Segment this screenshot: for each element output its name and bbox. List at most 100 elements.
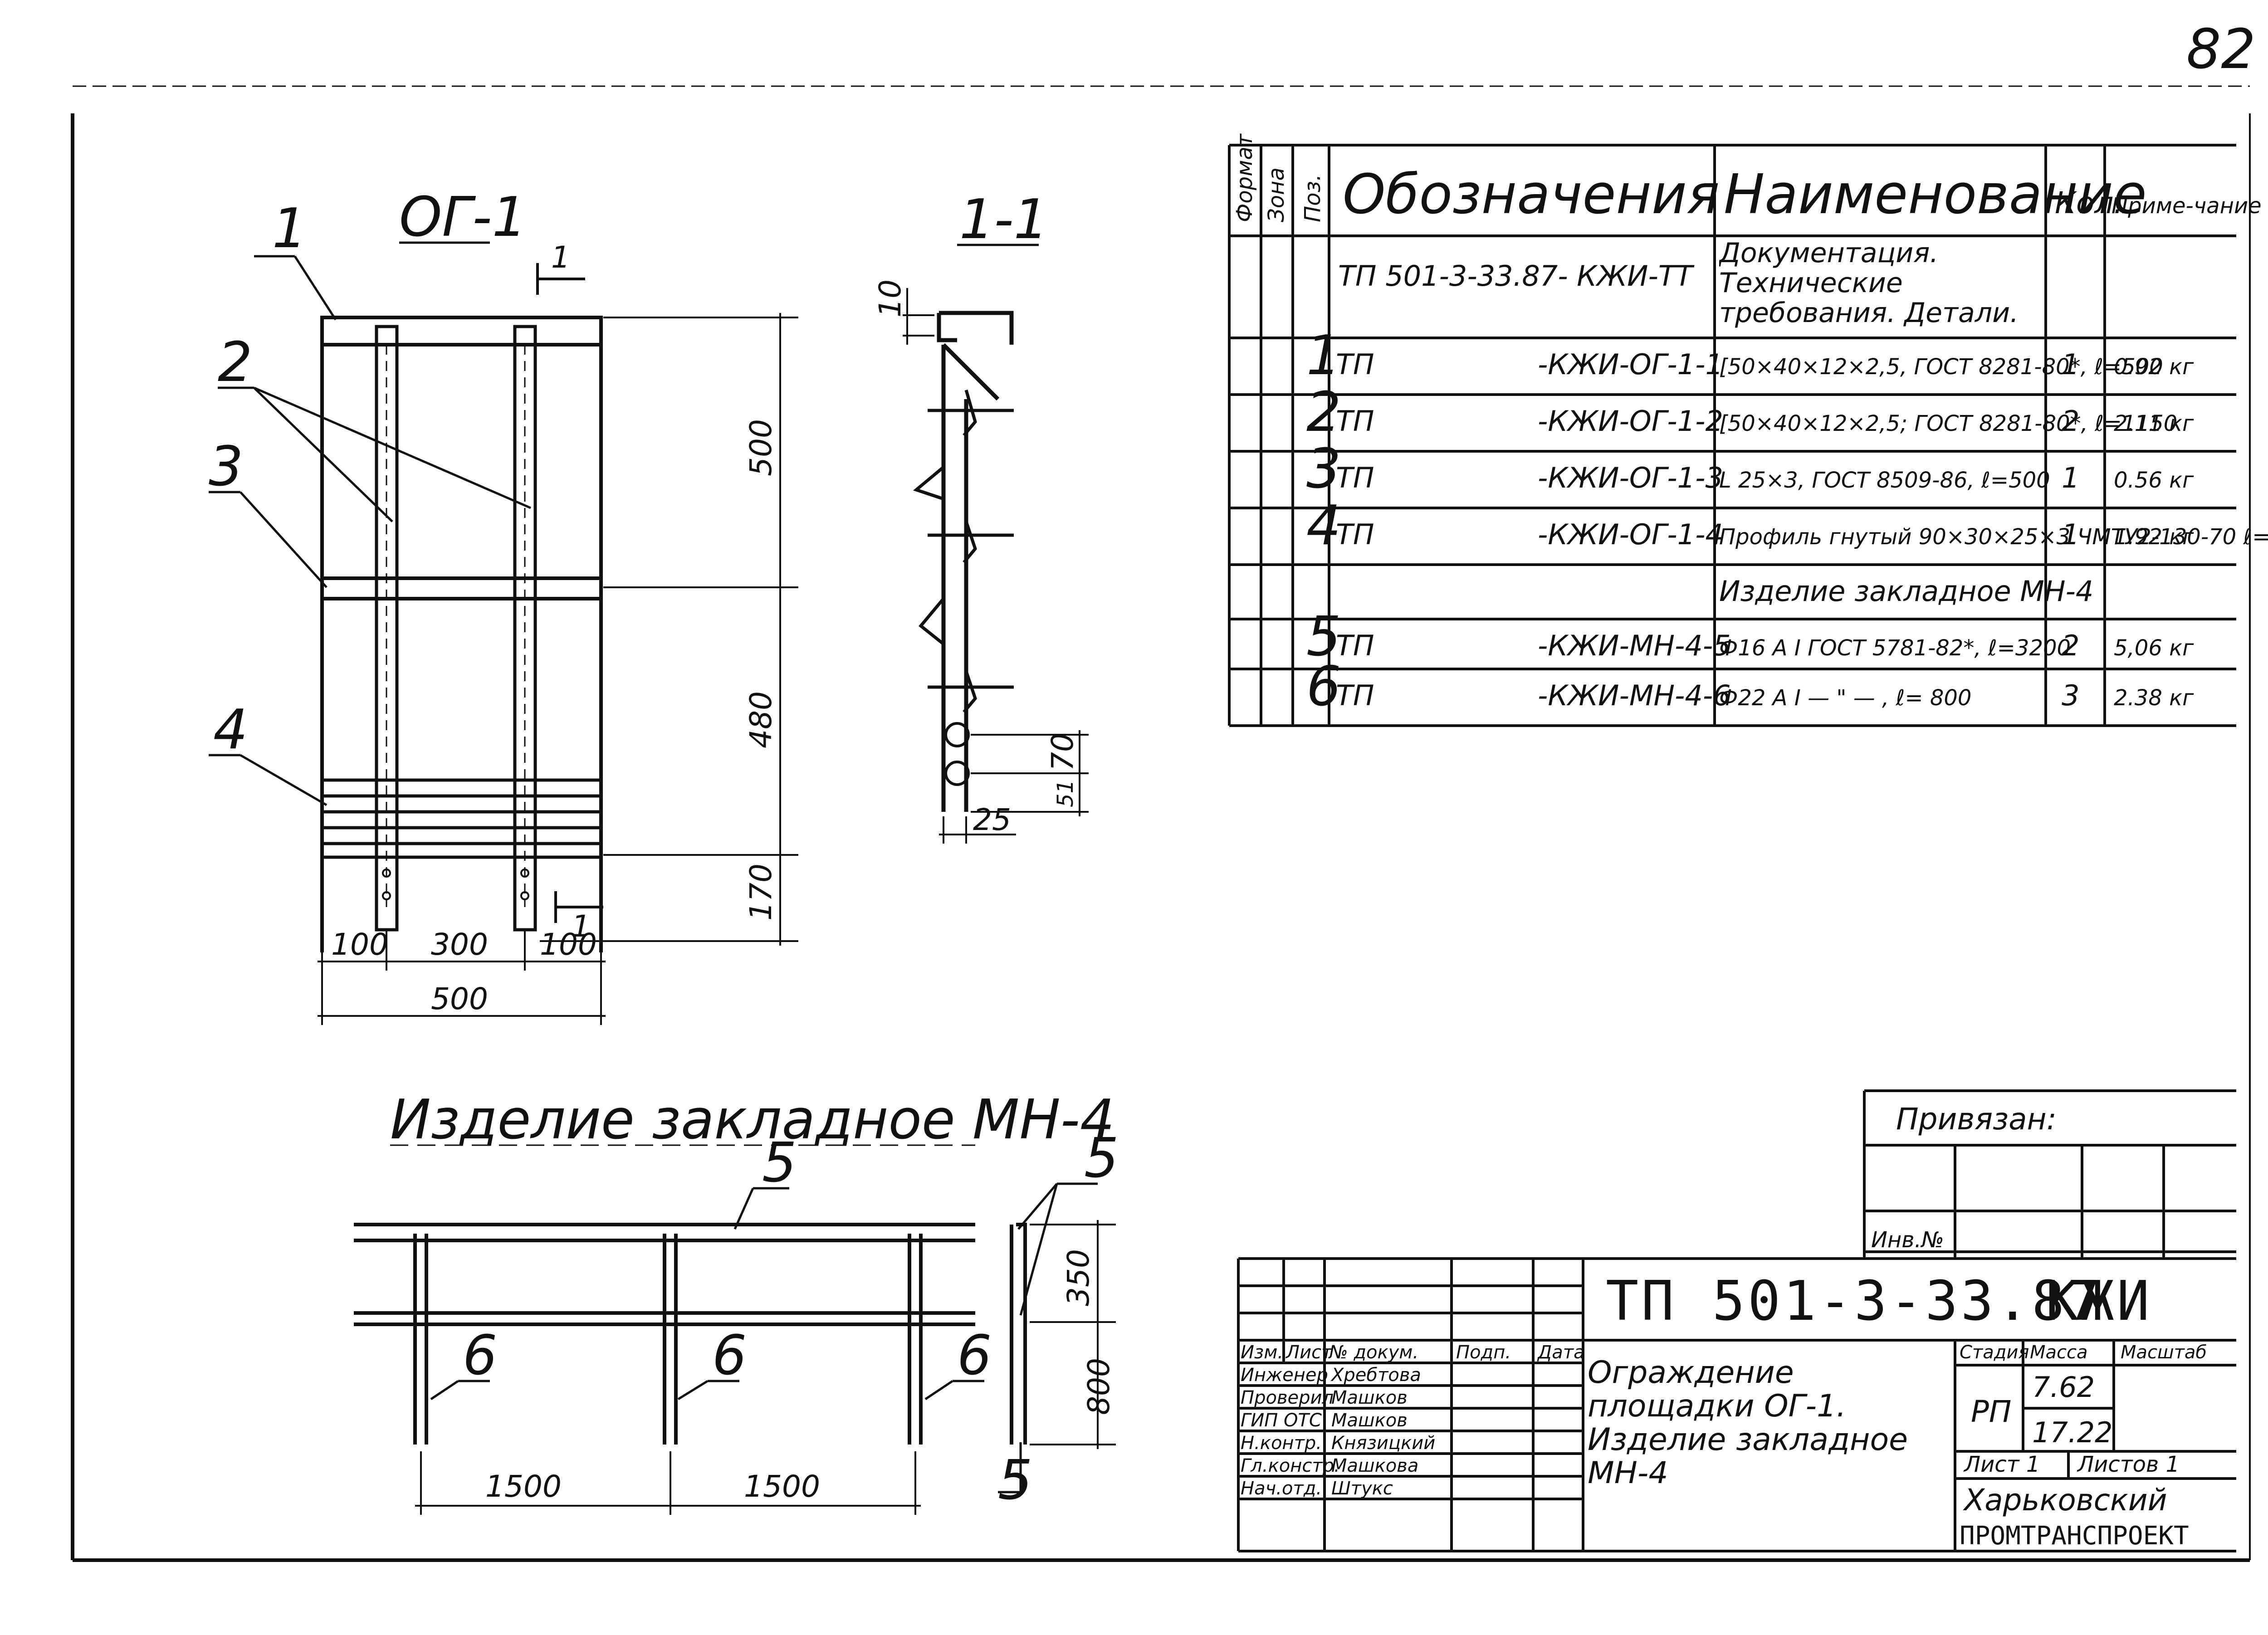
spec-qty: 1 <box>2062 461 2079 494</box>
tb-mass-bottom: 17.22 <box>2032 1416 2113 1449</box>
embedded-side-leaders <box>998 1182 1098 1493</box>
spec-qty: 2 <box>2062 405 2079 438</box>
spec-code: -КЖИ-ОГ-1-1 <box>1538 348 1723 381</box>
top-channel <box>320 316 603 347</box>
dim-100-right: 100 <box>540 927 597 962</box>
tb-col-doc: № докум. <box>1328 1342 1418 1363</box>
dim-480-vertical: 480 <box>743 691 778 748</box>
tb-stage: РП <box>1971 1394 2011 1429</box>
spec-pos: 6 <box>1306 655 1341 718</box>
spec-name: [50×40×12×2,5; ГОСТ 8281-80*, ℓ=1150 <box>1719 411 2177 436</box>
spec-pos: 4 <box>1306 494 1341 557</box>
tb-description: Ограждение площадки ОГ-1. Изделие заклад… <box>1588 1356 1908 1483</box>
hdr-format: Формат <box>1232 133 1257 222</box>
title-block-grid <box>1237 1257 2236 1552</box>
spec-note: 2.11 кг <box>2114 411 2194 436</box>
embedded-callout-6-right: 6 <box>957 1324 992 1387</box>
tb-person-role: Проверил <box>1241 1387 1334 1408</box>
tb-person-role: Нач.отд. <box>1241 1478 1322 1499</box>
doc-name-box: Документация. Технические требования. Де… <box>1719 238 2019 329</box>
tb-person-name: Машков <box>1331 1410 1408 1431</box>
tb-person-name: Князицкий <box>1331 1433 1435 1454</box>
spec-note: 1.92 кг <box>2114 524 2194 550</box>
tb-col-izm: Изм. <box>1241 1342 1283 1363</box>
embedded-side-callout-5: 5 <box>1084 1127 1119 1190</box>
spec-note: 0.92 кг <box>2114 354 2194 380</box>
title-block: ТП 501-3-33.87 КЖИ Изм. Лист № докум. По… <box>1237 1257 2236 1552</box>
section-dim-51: 51 <box>1053 780 1078 807</box>
embedded-dim-1500-left: 1500 <box>485 1469 562 1504</box>
hdr-name: Наименование <box>1724 163 2147 226</box>
tb-col-list: Лист <box>1285 1342 1333 1363</box>
spec-prefix: ТП <box>1336 405 1374 438</box>
spec-note: 2.38 кг <box>2114 685 2194 711</box>
embedded-dim-lines <box>415 1451 921 1515</box>
section-dim-10: 10 <box>873 279 908 317</box>
embedded-part-view: Изделие закладное МН-4 5 6 6 6 <box>354 1088 1119 1515</box>
tb-stage-label: Стадия <box>1960 1342 2029 1363</box>
spec-name: Профиль гнутый 90×30×25×3 ЧМТУ2-130-70 ℓ… <box>1719 524 2268 550</box>
spec-code: -КЖИ-ОГ-1-4 <box>1538 518 1723 551</box>
doc-designation: ТП 501-3-33.87- КЖИ-ТТ <box>1338 259 1695 293</box>
tb-col-date: Дата <box>1537 1342 1585 1363</box>
doc-name: Документация. Технические требования. Де… <box>1719 238 2019 329</box>
dim-100-left: 100 <box>331 927 388 962</box>
tb-mark: КЖИ <box>2046 1270 2152 1333</box>
spec-code: -КЖИ-МН-4-5 <box>1538 629 1731 662</box>
embedded-side-callout-5-bottom: 5 <box>998 1449 1032 1512</box>
spec-name: Изделие закладное МН-4 <box>1719 575 2093 608</box>
binding-label: Привязан: <box>1896 1102 2057 1137</box>
spec-pos: 3 <box>1306 438 1341 501</box>
tb-mass-top: 7.62 <box>2032 1371 2095 1404</box>
tb-person-role: ГИП ОТС <box>1241 1410 1322 1431</box>
tb-person-name: Машков <box>1331 1387 1408 1408</box>
tb-person-role: Гл.констр. <box>1241 1455 1340 1476</box>
section-1-1: 1-1 10 70 51 <box>873 188 1089 844</box>
vertical-dimension-lines <box>540 313 798 946</box>
hdr-designation: Обозначения <box>1343 163 1720 226</box>
inv-label: Инв.№ <box>1871 1227 1944 1253</box>
hdr-zone: Зона <box>1264 167 1289 222</box>
spec-table: Формат Зона Поз. Обозначения Наименовани… <box>1228 133 2268 727</box>
binding-block: Привязан: Инв.№ <box>1863 1089 2236 1259</box>
dim-170-vertical: 170 <box>743 864 778 921</box>
tb-org-line1: Харьковский <box>1963 1483 2167 1518</box>
spec-pos: 2 <box>1306 381 1341 444</box>
section-dim-lines <box>903 288 1089 844</box>
embedded-bars <box>354 1223 975 1445</box>
spec-qty: 1 <box>2062 348 2079 381</box>
tb-person-role: Н.контр. <box>1241 1433 1322 1454</box>
section-title: 1-1 <box>959 188 1048 251</box>
view-og1-title: ОГ-1 <box>399 186 527 249</box>
embedded-callout-5: 5 <box>762 1132 797 1195</box>
callout-3: 3 <box>209 435 243 498</box>
hdr-qty: Кол. <box>2055 185 2123 220</box>
tb-person-name: Машкова <box>1331 1455 1418 1476</box>
embedded-dim-350: 350 <box>1061 1249 1096 1306</box>
embedded-callout-6-middle: 6 <box>712 1324 747 1387</box>
spec-pos: 1 <box>1306 324 1341 387</box>
spec-pos: 5 <box>1306 605 1341 669</box>
spec-name: Ф16 А I ГОСТ 5781-82*, ℓ=3200 <box>1719 635 2071 661</box>
bottom-profile <box>320 778 603 859</box>
tb-description-box: Ограждение площадки ОГ-1. Изделие заклад… <box>1588 1356 1908 1483</box>
tb-code: ТП 501-3-33.87 <box>1606 1270 2102 1333</box>
section-dim-25: 25 <box>973 802 1011 837</box>
spec-code: -КЖИ-МН-4-6 <box>1538 679 1731 712</box>
spec-prefix: ТП <box>1336 679 1374 712</box>
callout-4: 4 <box>213 698 248 761</box>
embedded-callout-leaders <box>430 1187 984 1401</box>
spec-code: -КЖИ-ОГ-1-3 <box>1538 461 1723 494</box>
tb-scale-label: Масштаб <box>2121 1342 2207 1363</box>
tb-sheet: Лист 1 <box>1963 1452 2040 1477</box>
sheet-frame <box>71 85 2251 1562</box>
tb-person-role: Инженер <box>1241 1365 1328 1386</box>
embedded-dim-800: 800 <box>1081 1358 1116 1415</box>
section-anchors <box>913 390 1014 713</box>
spec-name: L 25×3, ГОСТ 8509-86, ℓ=500 <box>1719 468 2050 493</box>
middle-angle <box>320 576 603 600</box>
tb-sheets: Листов 1 <box>2077 1452 2180 1477</box>
horizontal-dimension-lines <box>318 862 606 1025</box>
